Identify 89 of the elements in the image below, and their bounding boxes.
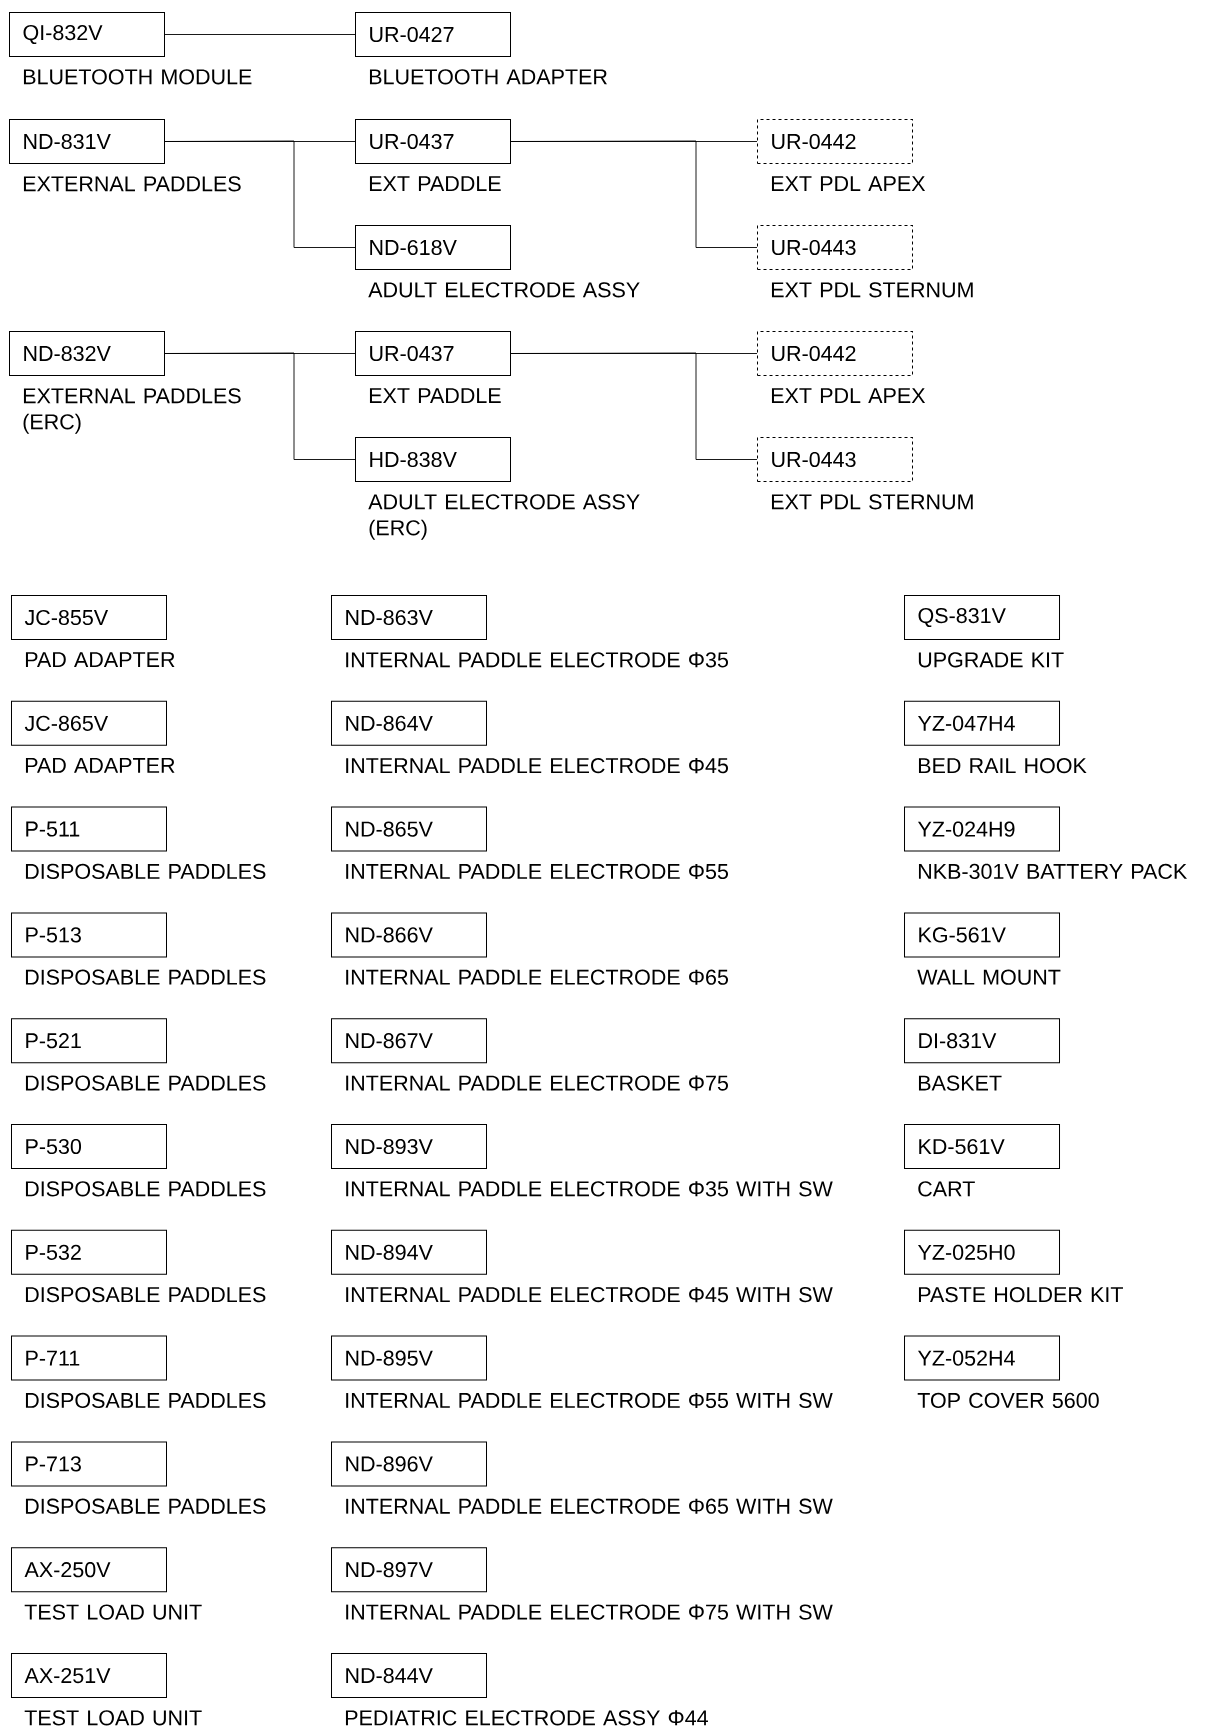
part-box: HD-838V ADULT ELECTRODE ASSY (ERC): [355, 437, 640, 540]
part-box: P-513 DISPOSABLE PADDLES: [11, 912, 266, 985]
part-box: YZ-052H4 TOP COVER 5600: [904, 1335, 1099, 1409]
part-box: UR-0443 EXT PDL STERNUM: [757, 437, 973, 510]
part-box: ND-897V INTERNAL PADDLE ELECTRODE Φ75 WITH SW: [331, 1547, 833, 1620]
part-box: YZ-024H9 NKB-301V BATTERY PACK: [904, 806, 1187, 880]
node-label: PEDIATRIC ELECTRODE ASSY Φ44: [345, 1710, 708, 1726]
node-label: BLUETOOTH ADAPTER: [369, 69, 607, 85]
node-label: EXT PDL STERNUM: [771, 282, 973, 298]
node-label: EXT PADDLE: [369, 176, 501, 191]
connector-line: [164, 34, 356, 35]
node-label: INTERNAL PADDLE ELECTRODE Φ35: [346, 652, 729, 668]
node-label: BLUETOOTH MODULE: [23, 69, 252, 85]
node-label: INTERNAL PADDLE ELECTRODE Φ45: [346, 758, 729, 774]
node-label: EXT PDL APEX: [771, 176, 926, 191]
node-label: INTERNAL PADDLE ELECTRODE Φ35 WITH SW: [346, 1181, 833, 1197]
part-box: QI-832V BLUETOOTH MODULE: [9, 12, 252, 85]
part-box: YZ-025H0 PASTE HOLDER KIT: [904, 1229, 1123, 1303]
node-label: INTERNAL PADDLE ELECTRODE Φ45 WITH SW: [346, 1287, 833, 1303]
node-label: BED RAIL HOOK: [918, 758, 1087, 774]
node-label: DISPOSABLE PADDLES: [25, 1181, 266, 1197]
part-box: ND-618V ADULT ELECTRODE ASSY: [355, 225, 640, 298]
node-label: DISPOSABLE PADDLES: [25, 1287, 266, 1303]
node-label: EXT PADDLE: [369, 388, 501, 403]
node-label: INTERNAL PADDLE ELECTRODE Φ75: [346, 1075, 729, 1091]
part-box: KG-561V WALL MOUNT: [904, 912, 1061, 985]
part-box: P-532 DISPOSABLE PADDLES: [11, 1229, 266, 1303]
part-box: P-530 DISPOSABLE PADDLES: [11, 1124, 266, 1197]
part-box: JC-865V PAD ADAPTER: [11, 700, 175, 773]
part-box: DI-831V BASKET: [904, 1018, 1060, 1091]
node-label: INTERNAL PADDLE ELECTRODE Φ65: [346, 969, 729, 985]
node-label: INTERNAL PADDLE ELECTRODE Φ65 WITH SW: [346, 1498, 833, 1514]
part-box: ND-867V INTERNAL PADDLE ELECTRODE Φ75: [331, 1018, 728, 1091]
part-box: ND-895V INTERNAL PADDLE ELECTRODE Φ55 WITH SW: [331, 1335, 833, 1409]
part-box: ND-893V INTERNAL PADDLE ELECTRODE Φ35 WITH SW: [331, 1124, 833, 1197]
node-label: PASTE HOLDER KIT: [918, 1287, 1123, 1303]
part-box: UR-0437 EXT PADDLE: [355, 119, 511, 191]
node-label: WALL MOUNT: [917, 969, 1061, 985]
connector-line: [510, 352, 758, 460]
node-label: INTERNAL PADDLE ELECTRODE Φ55 WITH SW: [346, 1392, 833, 1409]
node-label: ADULT ELECTRODE ASSY: [368, 282, 640, 298]
node-label: EXT PDL APEX: [771, 388, 926, 403]
node-label: DISPOSABLE PADDLES: [25, 1498, 266, 1514]
part-box: UR-0442 EXT PDL APEX: [757, 331, 926, 403]
node-label: CART: [918, 1181, 975, 1197]
node-label: EXTERNAL PADDLES: [23, 176, 241, 192]
part-box: UR-0443 EXT PDL STERNUM: [757, 225, 973, 298]
node-label: DISPOSABLE PADDLES: [25, 1392, 266, 1409]
part-box: P-713 DISPOSABLE PADDLES: [11, 1441, 266, 1514]
node-label: ADULT ELECTRODE ASSY (ERC): [368, 494, 640, 540]
node-label: EXTERNAL PADDLES (ERC): [23, 388, 241, 434]
part-box: QS-831V UPGRADE KIT: [904, 595, 1064, 668]
part-box: P-511 DISPOSABLE PADDLES: [11, 806, 266, 880]
part-box: UR-0427 BLUETOOTH ADAPTER: [355, 12, 607, 85]
node-label: PAD ADAPTER: [25, 758, 175, 773]
part-box: ND-864V INTERNAL PADDLE ELECTRODE Φ45: [331, 700, 728, 774]
node-label: DISPOSABLE PADDLES: [25, 969, 266, 985]
part-box: AX-251V TEST LOAD UNIT: [11, 1653, 202, 1726]
node-label: NKB-301V BATTERY PACK: [918, 863, 1188, 880]
part-box: ND-865V INTERNAL PADDLE ELECTRODE Φ55: [331, 806, 728, 880]
part-box: ND-832V EXTERNAL PADDLES (ERC): [9, 331, 241, 434]
node-label: INTERNAL PADDLE ELECTRODE Φ75 WITH SW: [346, 1604, 833, 1620]
part-box: JC-855V PAD ADAPTER: [11, 595, 175, 667]
part-box: ND-894V INTERNAL PADDLE ELECTRODE Φ45 WITH SW: [331, 1229, 833, 1303]
node-label: TOP COVER 5600: [917, 1392, 1099, 1409]
connector-line: [164, 140, 356, 248]
part-box: P-521 DISPOSABLE PADDLES: [11, 1018, 266, 1091]
node-label: INTERNAL PADDLE ELECTRODE Φ55: [346, 863, 729, 880]
connector-line: [164, 352, 356, 460]
part-box: ND-896V INTERNAL PADDLE ELECTRODE Φ65 WITH SW: [331, 1441, 833, 1514]
part-box: AX-250V TEST LOAD UNIT: [11, 1547, 202, 1620]
node-label: UPGRADE KIT: [918, 652, 1064, 668]
node-label: DISPOSABLE PADDLES: [25, 1075, 266, 1091]
part-box: ND-863V INTERNAL PADDLE ELECTRODE Φ35: [331, 595, 728, 668]
node-label: TEST LOAD UNIT: [24, 1710, 202, 1726]
part-box: KD-561V CART: [904, 1124, 1060, 1197]
part-box: ND-831V EXTERNAL PADDLES: [9, 119, 241, 192]
connector-line: [510, 140, 758, 248]
part-box: UR-0442 EXT PDL APEX: [757, 119, 926, 191]
part-box: UR-0437 EXT PADDLE: [355, 331, 511, 403]
node-label: EXT PDL STERNUM: [771, 494, 973, 510]
node-label: PAD ADAPTER: [25, 652, 175, 667]
part-box: ND-866V INTERNAL PADDLE ELECTRODE Φ65: [331, 912, 728, 985]
part-box: ND-844V PEDIATRIC ELECTRODE ASSY Φ44: [331, 1653, 708, 1726]
node-label: DISPOSABLE PADDLES: [25, 863, 266, 880]
part-box: P-711 DISPOSABLE PADDLES: [11, 1335, 266, 1409]
node-label: BASKET: [918, 1075, 1002, 1091]
part-box: YZ-047H4 BED RAIL HOOK: [904, 700, 1087, 774]
node-label: TEST LOAD UNIT: [24, 1604, 202, 1620]
